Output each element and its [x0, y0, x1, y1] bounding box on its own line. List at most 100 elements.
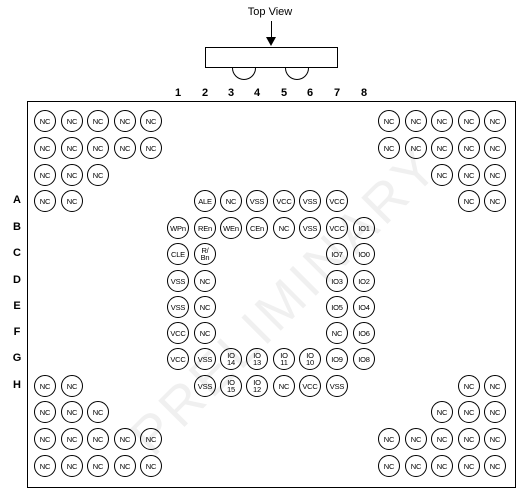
ball-pad: VCC — [326, 217, 348, 239]
row-label: A — [13, 194, 21, 206]
ball-pad: CLE — [167, 243, 189, 265]
ball-pad: NC — [87, 428, 109, 450]
ball-pad: NC — [114, 137, 136, 159]
ball-pad: NC — [140, 110, 162, 132]
ball-pad: IO2 — [353, 270, 375, 292]
ball-pad: IO5 — [326, 296, 348, 318]
ball-pad: NC — [87, 455, 109, 477]
ball-pad: VCC — [167, 348, 189, 370]
package-side-outline — [205, 47, 338, 68]
ball-pad: NC — [458, 375, 480, 397]
ball-pad: IO 14 — [220, 348, 242, 370]
ball-pad: IO7 — [326, 243, 348, 265]
row-label: D — [13, 274, 21, 286]
ball-pad: NC — [140, 455, 162, 477]
ball-pad: NC — [431, 164, 453, 186]
ball-pad: NC — [378, 455, 400, 477]
ball-pad: NC — [34, 375, 56, 397]
ball-pad: NC — [87, 401, 109, 423]
column-label: 3 — [227, 87, 235, 99]
ball-pad: NC — [140, 428, 162, 450]
ball-pad: NC — [61, 164, 83, 186]
ball-pad: VCC — [326, 190, 348, 212]
column-label: 5 — [280, 87, 288, 99]
package-outline — [27, 101, 516, 488]
ball-pad: WPn — [167, 217, 189, 239]
ball-pad: NC — [458, 190, 480, 212]
column-label: 8 — [360, 87, 368, 99]
ball-pad: NC — [484, 110, 506, 132]
arrow-down-icon — [266, 37, 276, 46]
ball-pad: NC — [34, 455, 56, 477]
ball-pad: VSS — [167, 296, 189, 318]
ball-pad: NC — [378, 110, 400, 132]
ball-pad: NC — [34, 137, 56, 159]
ball-pad: NC — [484, 137, 506, 159]
ball-pad: NC — [87, 137, 109, 159]
ball-pad: ALE — [194, 190, 216, 212]
ball-pad: NC — [220, 190, 242, 212]
row-label: C — [13, 247, 21, 259]
ball-pad: NC — [114, 110, 136, 132]
ball-pad: NC — [34, 190, 56, 212]
top-view-arrow-line — [271, 21, 272, 41]
ball-pad: R/ Bn — [194, 243, 216, 265]
column-label: 2 — [201, 87, 209, 99]
ball-pad: VSS — [194, 375, 216, 397]
ball-pad: NC — [140, 137, 162, 159]
ball-pad: VSS — [299, 217, 321, 239]
ball-pad: NC — [61, 375, 83, 397]
ball-pad: NC — [61, 401, 83, 423]
ball-pad: NC — [458, 164, 480, 186]
ball-pad: NC — [484, 375, 506, 397]
ball-pad: IO 13 — [246, 348, 268, 370]
ball-pad: NC — [87, 164, 109, 186]
ball-pad: NC — [114, 428, 136, 450]
ball-pad: VSS — [246, 190, 268, 212]
row-label: G — [12, 352, 22, 364]
row-label: E — [13, 300, 21, 312]
ball-pad: NC — [458, 137, 480, 159]
ball-pad: NC — [61, 428, 83, 450]
ball-pad: NC — [431, 428, 453, 450]
ball-pad: NC — [114, 455, 136, 477]
ball-pad: NC — [458, 110, 480, 132]
ball-pad: IO0 — [353, 243, 375, 265]
ball-pad: NC — [34, 401, 56, 423]
ball-pad: IO8 — [353, 348, 375, 370]
ball-pad: NC — [458, 428, 480, 450]
ball-pad: CEn — [246, 217, 268, 239]
row-label: B — [13, 221, 21, 233]
ball-pad: IO9 — [326, 348, 348, 370]
ball-pad: NC — [405, 110, 427, 132]
column-label: 1 — [174, 87, 182, 99]
ball-pad: NC — [378, 137, 400, 159]
ball-pad: NC — [405, 455, 427, 477]
ball-pad: IO 15 — [220, 375, 242, 397]
ball-pad: NC — [61, 110, 83, 132]
ball-pad: NC — [61, 190, 83, 212]
ball-pad: NC — [34, 164, 56, 186]
top-view-label: Top View — [247, 6, 293, 18]
ball-pad: NC — [378, 428, 400, 450]
ball-pad: IO 10 — [299, 348, 321, 370]
ball-pad: NC — [431, 455, 453, 477]
ball-pad: WEn — [220, 217, 242, 239]
ball-pad: NC — [484, 428, 506, 450]
ball-pad: NC — [61, 455, 83, 477]
ball-pad: NC — [484, 455, 506, 477]
ball-pad: VSS — [167, 270, 189, 292]
column-label: 7 — [333, 87, 341, 99]
column-label: 6 — [306, 87, 314, 99]
ball-pad: IO 12 — [246, 375, 268, 397]
ball-pad: NC — [273, 217, 295, 239]
ball-pad: NC — [484, 164, 506, 186]
ball-pad: VSS — [326, 375, 348, 397]
ball-pad: VCC — [273, 190, 295, 212]
ball-pad: IO6 — [353, 322, 375, 344]
row-label: F — [13, 326, 21, 338]
ball-pad: NC — [194, 296, 216, 318]
ball-pad: NC — [458, 455, 480, 477]
ball-pad: NC — [194, 322, 216, 344]
ball-pad: IO4 — [353, 296, 375, 318]
